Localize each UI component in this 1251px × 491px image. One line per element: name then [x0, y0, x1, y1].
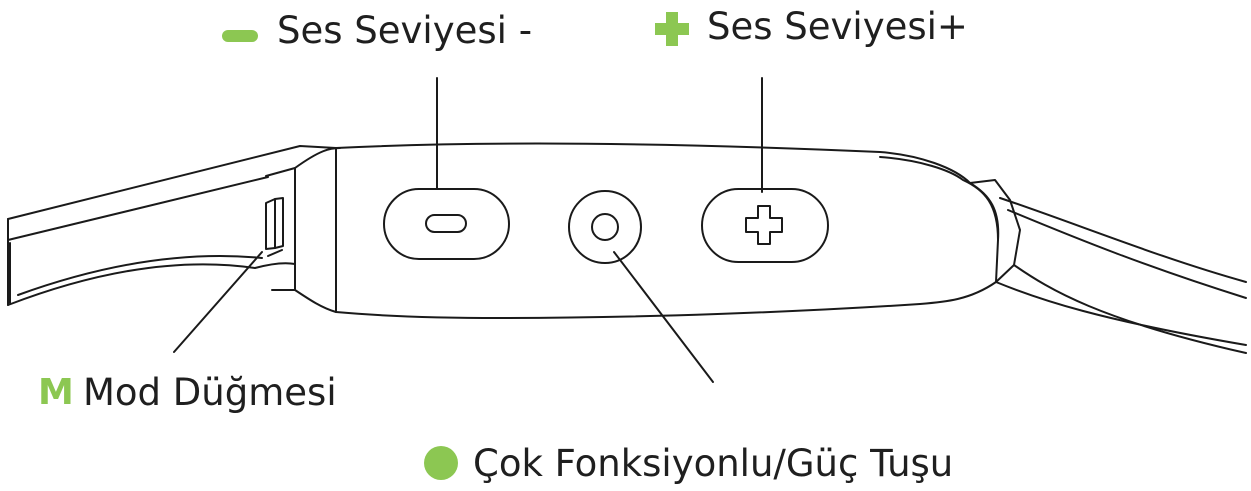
- circle-icon: [424, 446, 458, 480]
- mode-button-label: Mod Düğmesi: [83, 371, 337, 414]
- control-body: [335, 142, 1021, 319]
- minus-icon: [222, 30, 258, 42]
- circle-icon: [591, 213, 619, 241]
- left-band-arm: [7, 145, 337, 306]
- right-band-arm: [995, 197, 1247, 354]
- device-volume-down-button[interactable]: [383, 188, 510, 260]
- device-volume-up-button[interactable]: [701, 188, 829, 263]
- leader-line-multi-function: [613, 251, 714, 383]
- multi-function-label: Çok Fonksiyonlu/Güç Tuşu: [473, 442, 954, 485]
- mode-button-hinge: [254, 147, 341, 313]
- leader-lines: [173, 77, 763, 383]
- minus-icon: [425, 214, 467, 233]
- leader-line-mode-button: [173, 251, 263, 353]
- mode-button[interactable]: [265, 197, 284, 250]
- device-power-button[interactable]: [568, 190, 642, 264]
- volume-up-label: Ses Seviyesi+: [707, 5, 968, 48]
- plus-icon: [655, 12, 689, 46]
- plus-icon: [745, 205, 783, 245]
- mode-marker-letter: M: [38, 372, 74, 413]
- volume-down-label: Ses Seviyesi -: [277, 9, 533, 52]
